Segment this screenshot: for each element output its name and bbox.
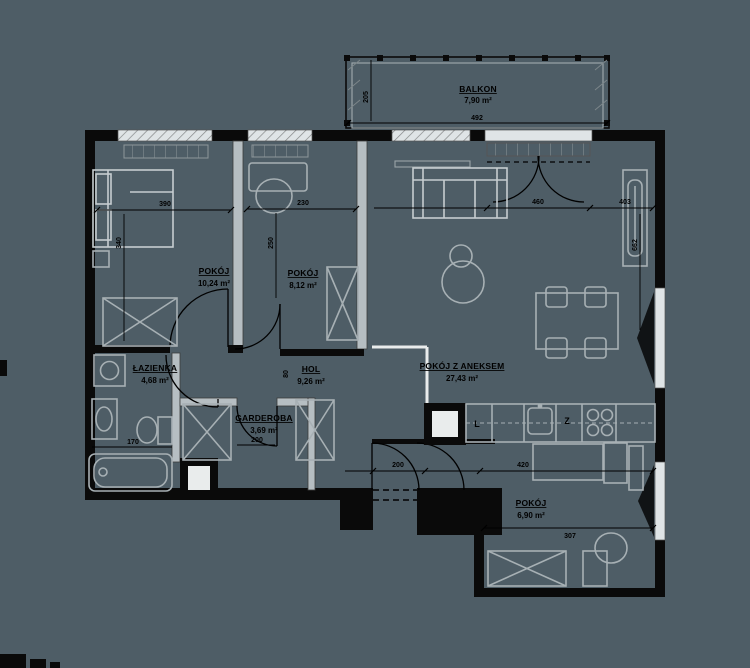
room2-width-dim: 230: [297, 200, 309, 207]
sofa-icon: [412, 167, 508, 219]
kitchen-annex: L Z: [424, 403, 656, 491]
room2-height-dim: 250: [268, 237, 275, 249]
living-area: 27,43 m²: [446, 374, 478, 383]
hol-area: 9,26 m²: [297, 377, 325, 386]
wardrobe-icon: [182, 403, 232, 461]
door-arc: [169, 288, 229, 348]
window-wedge-icon: [637, 292, 654, 384]
coffee-table-icon: [441, 260, 485, 304]
living-top-right-dim: 403: [619, 199, 631, 206]
partial-watermark: [0, 360, 60, 668]
kitchen-run-dim: 420: [517, 462, 529, 469]
room-lazienka: ŁAZIENKA 4,68 m² 170: [88, 354, 178, 492]
sink-label: Z: [564, 416, 570, 426]
balcony-railing: [351, 62, 604, 129]
room1-area: 10,24 m²: [198, 279, 230, 288]
chair-icon: [255, 178, 293, 214]
room1-name: POKÓJ: [199, 265, 230, 276]
cabinet-icon: [603, 442, 628, 484]
ventilation-shaft-icon: [424, 403, 466, 445]
balcony-depth-dim: 205: [363, 91, 370, 103]
wardrobe-icon: [487, 550, 567, 587]
room2-area: 8,12 m²: [289, 281, 317, 290]
radiator-icon: [251, 144, 309, 158]
room-pokoj-1: POKÓJ 10,24 m² 390 340: [92, 169, 235, 347]
room-hol: HOL 9,26 m² 200 420: [297, 364, 657, 475]
sink-icon: [527, 403, 553, 435]
washing-machine-icon: [93, 354, 126, 387]
living-name: POKÓJ Z ANEKSEM: [420, 360, 505, 371]
door-arc: [165, 354, 219, 408]
kitchen-counter: [465, 403, 656, 443]
window-wedge-icon: [638, 465, 654, 537]
dining-table-icon: [535, 286, 619, 359]
windows: [117, 129, 666, 541]
window-room1: [117, 129, 213, 159]
garderoba-name: GARDEROBA: [235, 413, 293, 423]
room-garderoba: GARDEROBA 3,69 m² 200: [182, 399, 335, 461]
lazienka-name: ŁAZIENKA: [133, 363, 178, 373]
room2-door-dim: 80: [283, 370, 290, 378]
chair-icon: [545, 286, 568, 308]
kitchen-island-icon: [532, 443, 604, 481]
wardrobe-icon: [102, 297, 178, 347]
radiator-icon: [123, 144, 209, 159]
nightstand-icon: [92, 250, 110, 268]
room-pokoj-2: POKÓJ 8,12 m² 230 250 80: [243, 162, 360, 378]
balcony-width-dim: 492: [471, 115, 483, 122]
entrance-threshold: [373, 489, 417, 501]
toilet-icon: [136, 416, 173, 445]
window-room3-right: [638, 461, 666, 541]
niche: [188, 466, 210, 490]
lazienka-area: 4,68 m²: [141, 376, 169, 385]
balcony-name: BALKON: [459, 84, 497, 94]
door-arc: [234, 303, 281, 350]
desk-icon: [248, 162, 308, 192]
chair-icon: [545, 337, 568, 359]
entry-dim: 200: [392, 462, 404, 469]
tall-wardrobe-icon: [622, 169, 648, 267]
living-right-dim: 662: [632, 239, 639, 251]
balcony-hatch: [347, 59, 608, 111]
hob-icon: [586, 408, 614, 437]
room3-dim: 307: [564, 533, 576, 540]
hol-name: HOL: [302, 364, 321, 374]
fridge-label: L: [474, 419, 480, 429]
room1-height-dim: 340: [116, 237, 123, 249]
garderoba-dim: 200: [251, 437, 263, 444]
cabinet-icon: [628, 445, 644, 491]
washbasin-icon: [91, 398, 118, 440]
balcony: BALKON 7,90 m² 492 205: [344, 55, 611, 129]
side-table-icon: [449, 244, 473, 268]
balcony-door-dim: 460: [532, 199, 544, 206]
bathroom-dim: 170: [127, 439, 139, 446]
balcony-area: 7,90 m²: [464, 96, 492, 105]
room3-name: POKÓJ: [516, 497, 547, 508]
window-living-right: [637, 287, 666, 389]
room3-area: 6,90 m²: [517, 511, 545, 520]
wardrobe-icon: [295, 399, 335, 461]
balcony-door: [484, 129, 593, 203]
interior-walls: [85, 140, 429, 491]
wardrobe-icon: [326, 266, 359, 341]
room1-width-dim: 390: [159, 201, 171, 208]
garderoba-area: 3,69 m²: [250, 426, 278, 435]
bathtub-icon: [88, 453, 173, 492]
room-pokoj-3: POKÓJ 6,90 m² 307: [480, 497, 657, 587]
room2-name: POKÓJ: [288, 267, 319, 278]
windowsill: [394, 160, 471, 168]
chair-icon: [594, 532, 628, 564]
chair-icon: [584, 286, 607, 308]
door-arc: [371, 442, 420, 491]
window-room2: [247, 129, 313, 158]
window-kitchen: [391, 129, 471, 168]
chair-icon: [584, 337, 607, 359]
room-pokoj-z-aneksem: POKÓJ Z ANEKSEM 27,43 m² 460 403 662: [374, 167, 657, 383]
door-arc: [537, 155, 585, 203]
